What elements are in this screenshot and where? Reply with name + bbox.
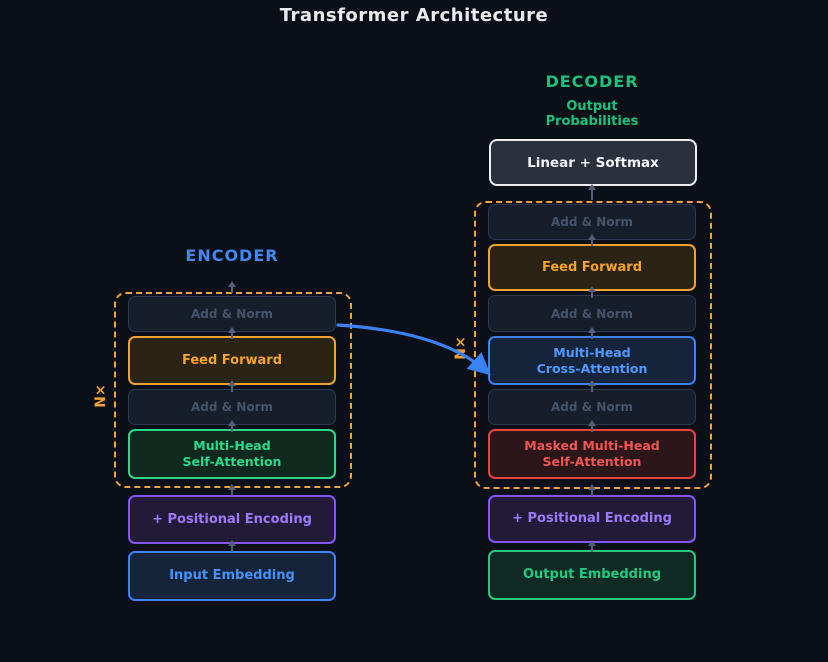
linear-softmax-block: Linear + Softmax — [489, 139, 697, 186]
decoder-multi-head-cross-attention-block: Multi-Head Cross-Attention — [488, 336, 696, 385]
up-arrow-icon — [227, 540, 237, 552]
up-arrow-icon — [587, 484, 597, 496]
up-arrow-icon — [587, 327, 597, 339]
decoder-output-embedding-block: Output Embedding — [488, 550, 696, 600]
encoder-heading: ENCODER — [185, 246, 279, 265]
up-arrow-icon — [587, 286, 597, 298]
decoder-masked-multi-head-self-attention-block: Masked Multi-Head Self-Attention — [488, 429, 696, 479]
encoder-multi-head-self-attention-block: Multi-Head Self-Attention — [128, 429, 336, 479]
up-arrow-icon — [227, 484, 237, 496]
up-arrow-icon — [587, 184, 597, 200]
decoder-heading: DECODER — [545, 72, 639, 91]
decoder-positional-encoding-block: + Positional Encoding — [488, 495, 696, 543]
encoder-repeat-count-label: N× — [93, 384, 109, 408]
up-arrow-icon — [587, 380, 597, 392]
decoder-repeat-count-label: N× — [453, 336, 469, 360]
up-arrow-icon — [227, 327, 237, 339]
up-arrow-icon — [227, 420, 237, 432]
decoder-feed-forward-block: Feed Forward — [488, 244, 696, 291]
up-arrow-icon — [587, 540, 597, 552]
up-arrow-icon — [587, 420, 597, 432]
output-probabilities-label: Output Probabilities — [545, 99, 639, 129]
up-arrow-icon — [227, 281, 237, 293]
up-arrow-icon — [227, 380, 237, 392]
encoder-positional-encoding-block: + Positional Encoding — [128, 495, 336, 544]
encoder-input-embedding-block: Input Embedding — [128, 551, 336, 601]
up-arrow-icon — [587, 234, 597, 246]
page-title: Transformer Architecture — [279, 5, 549, 26]
encoder-feed-forward-block: Feed Forward — [128, 336, 336, 385]
